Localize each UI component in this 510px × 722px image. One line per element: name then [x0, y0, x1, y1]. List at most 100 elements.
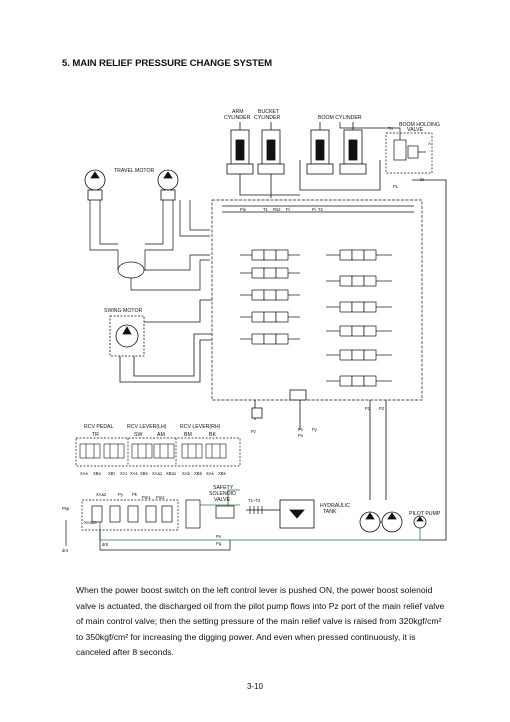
port-p2-a: P1: [365, 406, 371, 411]
page-number: 3-10: [246, 682, 263, 691]
rcv-unit-4: [153, 443, 175, 459]
spool-left-3: [240, 289, 300, 301]
port-rs2: Rs2: [273, 207, 281, 212]
rcv-unit-5: [181, 443, 203, 459]
rcv-pedal-label: RCV PEDAL: [84, 424, 114, 430]
rcv-port-xbb: XBb: [194, 471, 203, 476]
travel-motor-left: [84, 169, 106, 201]
port-pm2: Pm2: [156, 495, 165, 500]
rcv-port-xaa1: XAa1: [152, 471, 163, 476]
rcv-port-xbk: XBk: [218, 471, 227, 476]
rcv-port-xak: XAk: [206, 471, 215, 476]
rcv-port-xat: XAt: [120, 471, 128, 476]
port-pis: Pis: [240, 207, 246, 212]
port-ps: Ps: [216, 534, 221, 539]
spool-left-4: [240, 311, 300, 323]
boom-holding-valve-label-2: VALVE: [407, 127, 423, 133]
port-pi-1: Pi: [286, 207, 290, 212]
port-t4: T4: [388, 126, 394, 131]
safety-valve-label-3: VALVE: [214, 497, 230, 503]
port-py: Py: [312, 427, 318, 432]
port-dr4: dr4: [62, 548, 69, 553]
port-po: Po: [298, 433, 304, 438]
bucket-cylinder: [257, 122, 285, 175]
spool-right-2: [326, 275, 392, 287]
port-psp: Psp: [62, 506, 70, 511]
rcv-unit-2: [103, 443, 125, 459]
description-paragraph: When the power boost switch on the left …: [76, 585, 445, 657]
port-p2-b: P2: [379, 406, 385, 411]
spool-left-2: [240, 267, 300, 279]
port-t2: T2: [318, 207, 324, 212]
port-pl: PL: [393, 184, 399, 189]
pump-lines: [239, 160, 447, 541]
rcv-sw-label: SW: [134, 432, 142, 438]
rcv-unit-6: [205, 443, 227, 459]
boom-holding-valve: [339, 122, 433, 174]
port-pk: Pk: [132, 492, 138, 497]
spool-right-4: [326, 325, 392, 337]
section-title: 5. MAIN RELIEF PRESSURE CHANGE SYSTEM: [62, 58, 273, 69]
arm-cylinder-label-1: ARM: [232, 109, 244, 115]
pilot-circuit: [99, 489, 421, 541]
port-xaa10: XAa10: [84, 520, 97, 525]
rcv-unit-1: [79, 443, 101, 459]
rcv-lever-lh-label: RCV LEVER(LH): [127, 424, 167, 430]
spool-left-1: [240, 249, 300, 261]
port-pi-2: Pi: [312, 207, 316, 212]
spool-left-5: [240, 333, 300, 345]
rcv-lever-rh-label: RCV LEVER(RH): [180, 424, 221, 430]
travel-motor-label: TRAVEL MOTOR: [114, 168, 155, 174]
main-pumps: [359, 511, 403, 533]
rcv-port-xae: XAe: [80, 471, 89, 476]
port-py-pilot: Py: [118, 492, 124, 497]
travel-hoses: [89, 200, 210, 291]
rcv-port-xbe: XBe: [93, 471, 102, 476]
spool-right-5: [326, 349, 392, 361]
control-spools: [240, 249, 392, 387]
hydraulic-tank-label-2: TANK: [323, 509, 337, 515]
travel-motor-right: [157, 169, 179, 201]
bucket-cylinder-label-2: CYLINDER: [254, 115, 280, 121]
port-pg: Pg: [216, 541, 222, 546]
rcv-bm-label: BM: [184, 432, 192, 438]
rcv-tr-label: TR: [92, 432, 99, 438]
spool-right-6: [326, 375, 392, 387]
hydraulic-tank-label-1: HYDRAULIC: [320, 503, 350, 509]
safety-valve-label-1: SAFETY: [213, 485, 234, 491]
main-control-valve: [211, 199, 423, 401]
swing-motor-label: SWING MOTOR: [104, 308, 142, 314]
rcv-port-xas: XAs: [130, 471, 138, 476]
rcv-port-xbs: XBs: [140, 471, 148, 476]
port-t1: T1: [263, 207, 269, 212]
boom-holding-valve-label-1: BOOM HOLDING: [399, 122, 440, 128]
spool-right-3: [326, 301, 392, 313]
rcv-am-label: AM: [157, 432, 165, 438]
rcv-units: [79, 443, 227, 459]
swing-motor: [109, 299, 212, 383]
pilot-valves: [65, 499, 266, 551]
pilot-pump: [413, 515, 427, 529]
rcv-unit-3: [131, 443, 153, 459]
bucket-cylinder-label-1: BUCKET: [258, 109, 280, 115]
rcv-block: [75, 437, 241, 467]
boom-cylinder-right: [339, 122, 367, 175]
safety-valve-label-2: SOLENOID: [209, 491, 236, 497]
arm-cylinder-label-2: CYLINDER: [224, 115, 250, 121]
rcv-port-xab: XAb: [182, 471, 191, 476]
rcv-port-xba1: XBa1: [166, 471, 177, 476]
port-p1: P1: [298, 427, 304, 432]
rcv-port-xbt: XBt: [108, 471, 116, 476]
port-dr5: dr5: [102, 542, 109, 547]
spool-right-1: [326, 249, 392, 261]
pilot-pump-label: PILOT PUMP: [409, 511, 441, 517]
port-pm1: Pm1: [142, 495, 151, 500]
hydraulic-tank: [266, 499, 315, 529]
arm-cylinder: [226, 122, 254, 175]
port-pz: Pz: [251, 429, 256, 434]
port-xaa2: XAa2: [96, 492, 107, 497]
port-dr: Dr: [420, 177, 425, 182]
